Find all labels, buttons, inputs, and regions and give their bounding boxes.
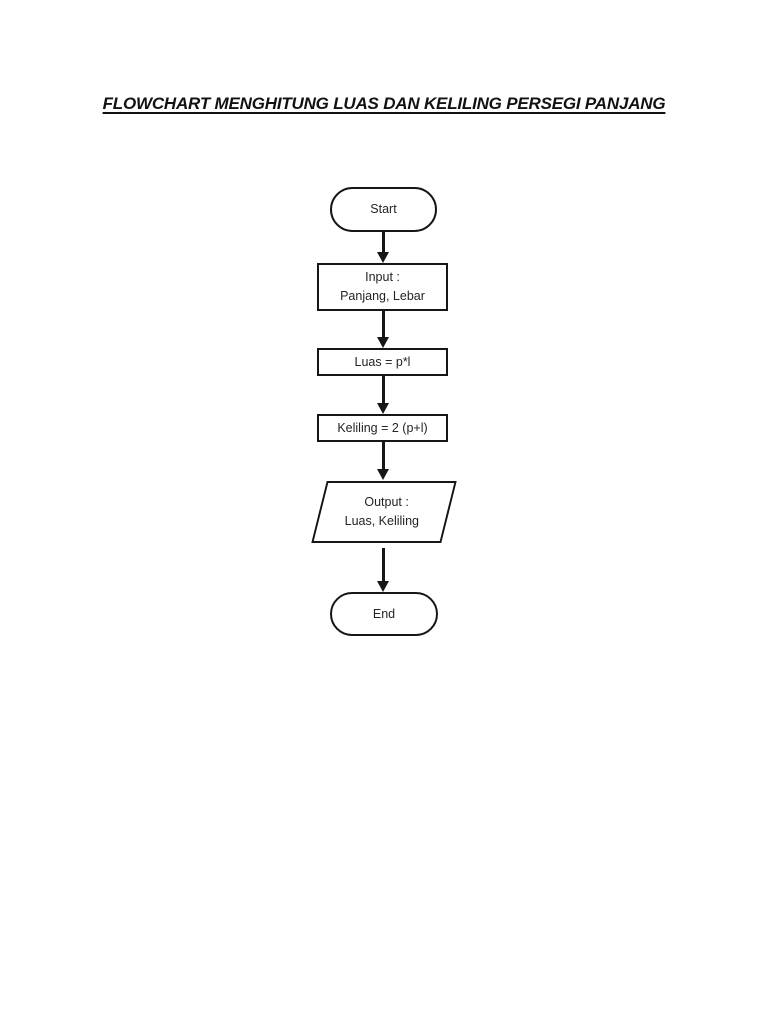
- flowchart-node-start: Start: [330, 187, 437, 232]
- flowchart-node-end: End: [330, 592, 438, 636]
- page-title: FLOWCHART MENGHITUNG LUAS DAN KELILING P…: [102, 94, 666, 113]
- flowchart-node-input: Input : Panjang, Lebar: [317, 263, 448, 311]
- flow-arrow-luas-to-keliling: [377, 376, 389, 414]
- node-input-label-line1: Input :: [365, 270, 400, 284]
- node-end-label: End: [372, 606, 396, 621]
- node-output-label-line1: Output :: [364, 495, 409, 509]
- node-start-label: Start: [370, 202, 397, 216]
- node-output-label-line2: Luas, Keliling: [344, 514, 419, 528]
- flowchart-node-process-keliling: Keliling = 2 (p+l): [317, 414, 448, 442]
- node-luas-label: Luas = p*l: [354, 354, 411, 369]
- node-input-label-line2: Panjang, Lebar: [340, 289, 425, 303]
- flow-arrow-output-to-end: [377, 548, 389, 592]
- flow-arrow-start-to-input: [377, 232, 389, 263]
- flowchart-node-output: Output : Luas, Keliling: [311, 481, 457, 543]
- flowchart-node-process-luas: Luas = p*l: [317, 348, 448, 376]
- flow-arrow-input-to-luas: [377, 311, 389, 348]
- flow-arrow-keliling-to-output: [377, 442, 389, 480]
- node-keliling-label: Keliling = 2 (p+l): [337, 420, 428, 435]
